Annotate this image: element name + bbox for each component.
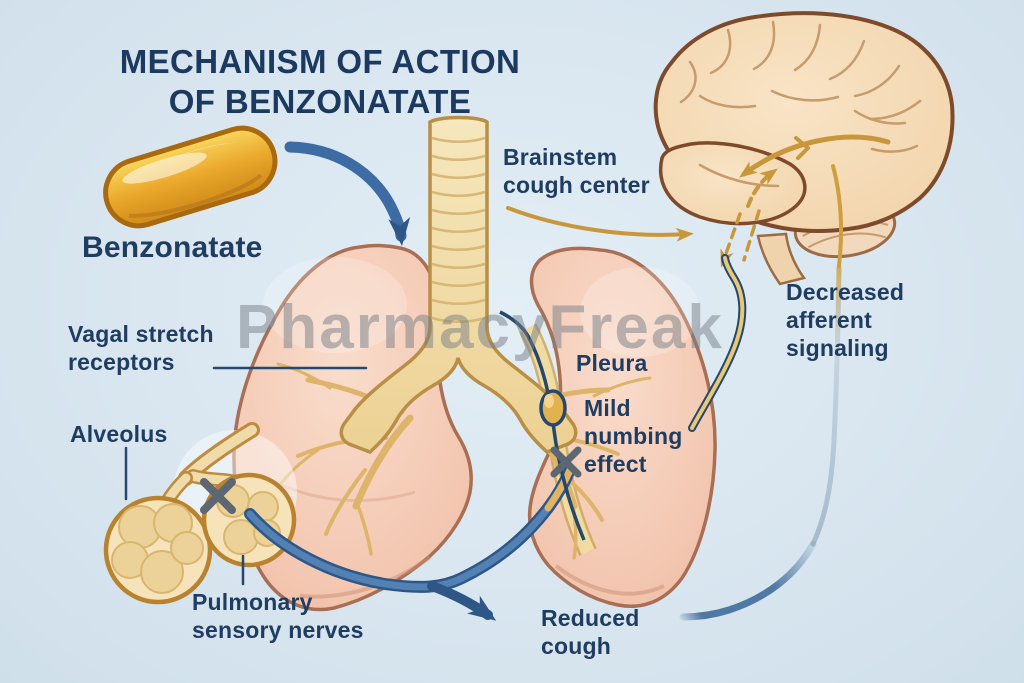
vagus-nerve [688,254,747,432]
label-mild-numbing-effect: Mild numbing effect [584,395,683,478]
label-reduced-cough: Reduced cough [541,605,640,660]
x-mark-alveolus [200,478,236,514]
stretch-receptor-node [539,389,567,427]
label-pulmonary-sensory-nerves: Pulmonary sensory nerves [192,589,364,644]
brain-sulci [679,20,922,188]
pointer-lines [124,366,368,586]
pathway-gold-transition [544,464,575,512]
title-line-2: OF BENZONATATE [168,83,472,121]
alveolus-cluster-left [103,495,213,605]
title-line-1: MECHANISM OF ACTION [119,43,521,81]
label-vagal-stretch-receptors: Vagal stretch receptors [68,321,214,376]
sensory-pathway [244,464,575,621]
brainstem [756,232,807,286]
vagus-dashed-arrows [720,209,761,268]
efferent-return-path [679,265,842,621]
afferent-arrow-dashed [746,168,778,208]
pill-to-lung-arrow [284,141,411,246]
left-lung-base-shade [299,555,432,599]
afferent-arrow-solid [739,134,891,178]
brain [653,11,955,286]
tracheal-rings [431,136,486,323]
label-benzonatate: Benzonatate [82,231,263,264]
brain-signal-arrows [739,134,891,268]
reduced-cough-arrow [427,581,497,621]
afferent-chevron [794,136,810,160]
watermark: PharmacyFreak [236,293,724,362]
right-lung-highlight [580,267,700,357]
right-lung-base-shade [554,564,665,596]
node-highlight [544,394,554,408]
label-pleura: Pleura [576,350,648,376]
left-lung-fissure [269,478,416,503]
label-brainstem-cough-center: Brainstem cough center [503,144,650,199]
brain-descending-line [831,164,843,268]
label-decreased-afferent-signaling: Decreased afferent signaling [786,279,905,362]
page-title: MECHANISM OF ACTION OF BENZONATATE [60,42,580,123]
benzonatate-pill [103,125,278,229]
left-lung-highlight [263,257,407,353]
trachea [339,115,578,455]
x-mark-pleura [550,446,582,478]
temporal-lobe [659,141,807,226]
brainstem-pointer-arrow [506,206,694,242]
label-alveolus: Alveolus [70,421,168,447]
pleura-nerve [499,310,586,541]
